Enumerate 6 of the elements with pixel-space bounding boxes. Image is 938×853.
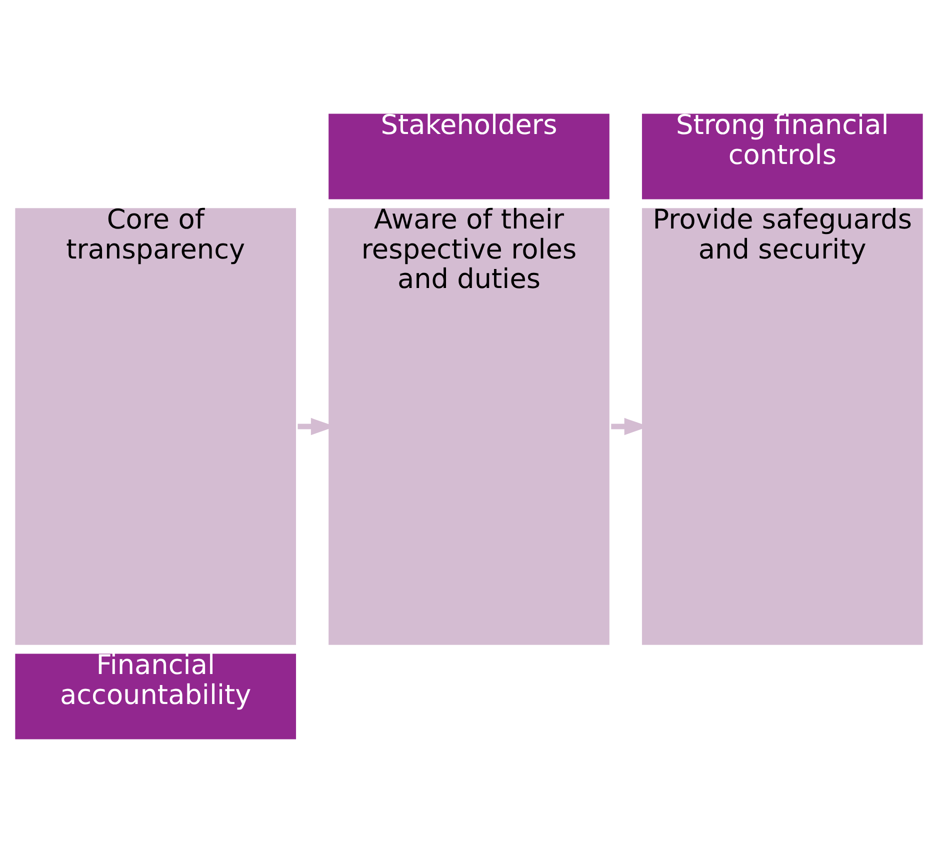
node-box: Provide safeguards and security	[639, 205, 926, 648]
node-box: Core of transparency	[12, 205, 299, 648]
node-box: Stakeholders	[326, 111, 612, 202]
node-box: Financial accountability	[12, 651, 299, 742]
node-box: Strong financial controls	[639, 111, 926, 202]
node-box: Aware of their respective roles and duties	[326, 205, 612, 648]
